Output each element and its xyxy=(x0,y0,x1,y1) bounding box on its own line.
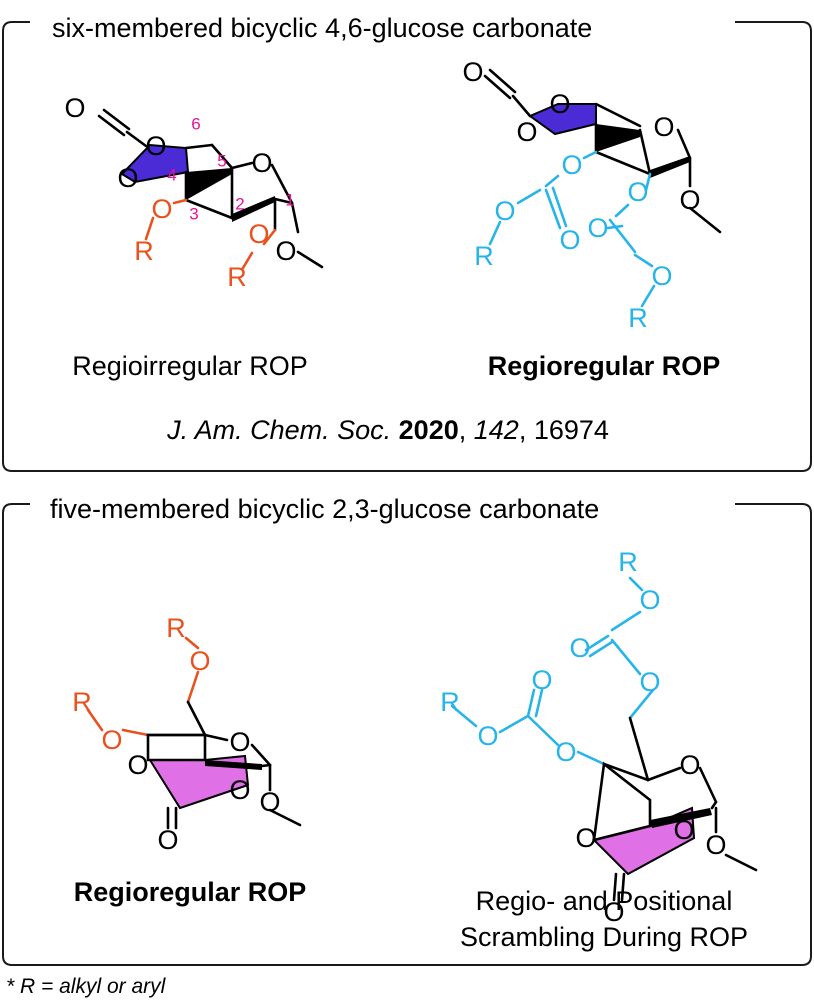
position-number: 6 xyxy=(191,115,200,134)
atom-label: O xyxy=(561,150,582,180)
caption-bottom-right-line2: Scrambling During ROP xyxy=(460,922,748,952)
position-number: 3 xyxy=(189,205,198,224)
panel-frame-top xyxy=(2,21,812,472)
panel-title-bottom: five-membered bicyclic 2,3-glucose carbo… xyxy=(50,494,599,524)
atom-label: R xyxy=(440,687,460,717)
position-number: 2 xyxy=(235,195,244,214)
atom-label: O xyxy=(679,185,700,215)
atom-label: O xyxy=(627,177,648,207)
position-number: 5 xyxy=(217,152,226,171)
atom-label: O xyxy=(575,823,596,853)
caption-bottom-right-line1: Regio- and Positional xyxy=(476,886,733,916)
caption-top-left: Regioirregular ROP xyxy=(72,351,308,381)
panel-six-membered: six-membered bicyclic 4,6-glucose carbon… xyxy=(2,13,812,472)
atom-label: R xyxy=(166,613,186,643)
panel-frame-bottom xyxy=(2,503,812,966)
atom-label: O xyxy=(559,225,580,255)
atom-label: O xyxy=(157,825,178,855)
caption-top-right: Regioregular ROP xyxy=(488,351,721,381)
atom-label: O xyxy=(705,830,726,860)
atom-label: R xyxy=(618,547,638,577)
atom-label: O xyxy=(651,261,672,291)
atom-label: R xyxy=(72,687,92,717)
atom-label: O xyxy=(531,665,552,695)
atom-label: O xyxy=(151,194,172,224)
citation-pages: 16974 xyxy=(534,415,609,445)
atom-label: O xyxy=(117,163,138,193)
atom-label: O xyxy=(64,93,85,123)
atom-label: R xyxy=(628,303,648,333)
atom-label: O xyxy=(639,667,660,697)
atom-label: O xyxy=(101,725,122,755)
atom-label: O xyxy=(653,112,674,142)
atom-label: O xyxy=(462,57,483,87)
caption-bottom-left: Regioregular ROP xyxy=(74,877,307,907)
atom-label: R xyxy=(474,241,494,271)
atom-label: O xyxy=(587,213,608,243)
molecule-bottom-left: R O R O O O O O O xyxy=(72,613,302,855)
atom-label: O xyxy=(259,787,280,817)
atom-label: O xyxy=(603,897,624,927)
molecule-bottom-right: R O O O R O O O O O O O O xyxy=(440,547,758,927)
position-number: 1 xyxy=(285,191,294,210)
atom-label: O xyxy=(679,750,700,780)
carbonate-ring-fill xyxy=(527,103,597,136)
molecule-top-right: O O O O O O O R O O O R O xyxy=(462,57,722,333)
atom-label: O xyxy=(555,737,576,767)
atom-label: O xyxy=(516,117,537,147)
atom-label: O xyxy=(494,196,515,226)
atom-label: O xyxy=(127,750,148,780)
footnote: * R = alkyl or aryl xyxy=(6,975,167,998)
citation: J. Am. Chem. Soc. 2020, 142, 16974 xyxy=(166,415,609,445)
carbonate-ring-fill xyxy=(120,143,190,184)
atom-label: R xyxy=(227,262,247,292)
atom-label: O xyxy=(569,633,590,663)
atom-label: O xyxy=(248,219,269,249)
atom-label: O xyxy=(477,721,498,751)
citation-year: 2020 xyxy=(399,415,459,445)
atom-label: O xyxy=(229,775,250,805)
atom-label: O xyxy=(673,815,694,845)
panel-five-membered: five-membered bicyclic 2,3-glucose carbo… xyxy=(2,494,812,966)
atom-label: O xyxy=(275,236,296,266)
panel-title-top: six-membered bicyclic 4,6-glucose carbon… xyxy=(52,13,592,43)
molecule-top-left: O O O O O R O R O 6 5 4 3 2 1 xyxy=(64,93,324,292)
atom-label: O xyxy=(229,727,250,757)
atom-label: R xyxy=(134,236,154,266)
atom-label: O xyxy=(189,646,210,676)
atom-label: O xyxy=(639,585,660,615)
atom-label: O xyxy=(549,89,570,119)
atom-label: O xyxy=(251,148,272,178)
citation-journal: J. Am. Chem. Soc. xyxy=(166,415,391,445)
atom-label: O xyxy=(145,131,166,161)
position-number: 4 xyxy=(167,166,176,185)
citation-volume: 142 xyxy=(474,415,519,445)
